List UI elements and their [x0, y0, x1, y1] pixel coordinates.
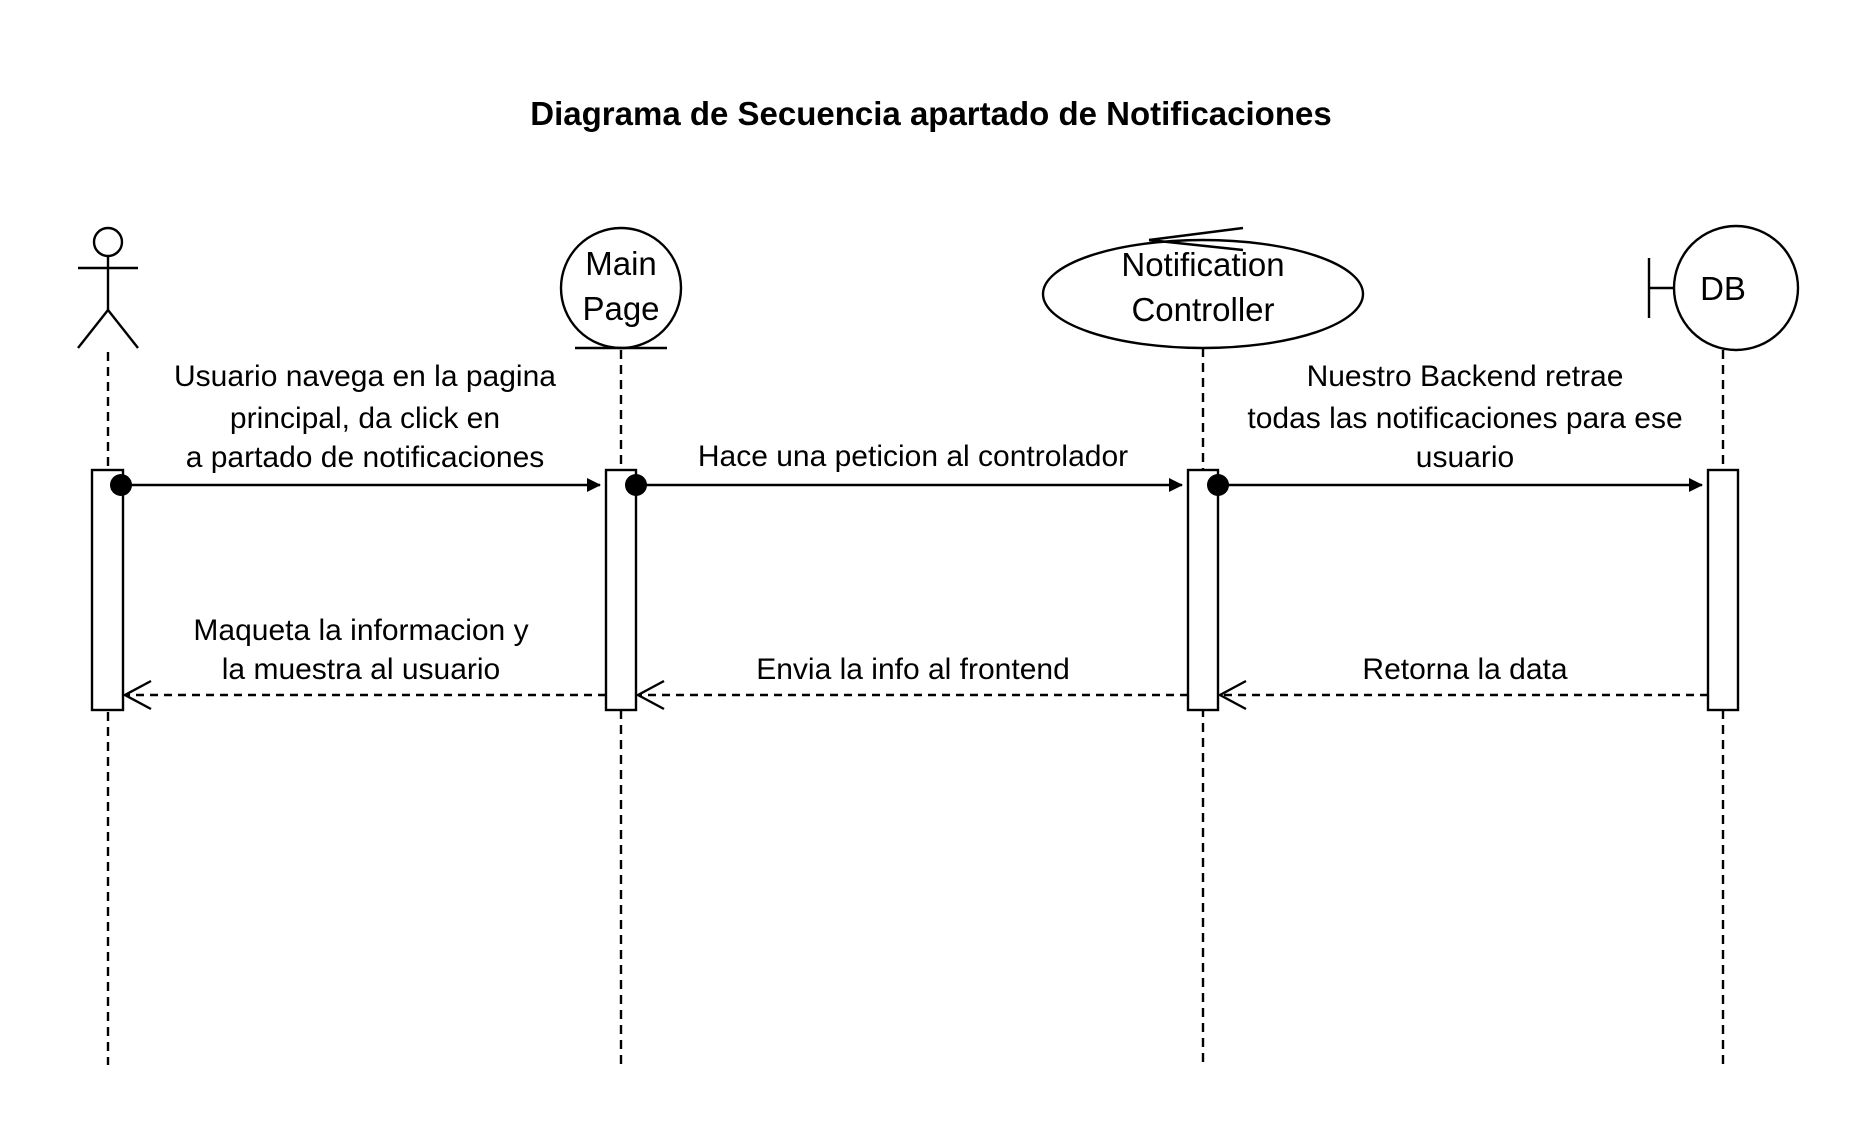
message-label-line: Maqueta la informacion y — [193, 614, 528, 647]
controller-label-line1: Notification — [1121, 246, 1284, 283]
open-arrowhead — [635, 679, 665, 711]
message-label-line: usuario — [1416, 441, 1514, 474]
message-controller-to-db: Nuestro Backend retrae todas las notific… — [1207, 360, 1703, 496]
message-label-line: todas las notificaciones para ese — [1247, 402, 1682, 435]
message-label-line: la muestra al usuario — [222, 653, 500, 686]
message-main-page-to-controller: Hace una peticion al controlador — [625, 440, 1183, 496]
message-start-dot — [1207, 474, 1229, 496]
participant-main-page: Main Page — [559, 226, 683, 1065]
message-user-to-main-page: Usuario navega en la pagina principal, d… — [110, 360, 601, 496]
message-label-line: Hace una peticion al controlador — [698, 440, 1128, 473]
return-main-page-to-user: Maqueta la informacion y la muestra al u… — [122, 614, 606, 711]
boundary-icon — [1647, 224, 1800, 352]
activation-user — [90, 468, 125, 712]
message-start-dot — [625, 474, 647, 496]
message-label-line: a partado de notificaciones — [186, 441, 545, 474]
diagram-title: Diagrama de Secuencia apartado de Notifi… — [530, 95, 1331, 132]
return-controller-to-main-page: Envia la info al frontend — [635, 653, 1188, 711]
entity-icon — [559, 226, 683, 350]
open-arrowhead — [122, 679, 152, 711]
message-label-line: principal, da click en — [230, 402, 500, 435]
main-page-label-line1: Main — [585, 245, 657, 282]
main-page-label-line2: Page — [582, 290, 659, 327]
message-label-line: Usuario navega en la pagina — [174, 360, 556, 393]
participant-db: DB — [1647, 224, 1800, 1065]
controller-label-line2: Controller — [1131, 291, 1274, 328]
db-label: DB — [1700, 270, 1746, 307]
open-arrowhead — [1217, 679, 1247, 711]
message-label-line: Retorna la data — [1362, 653, 1567, 686]
return-db-to-controller: Retorna la data — [1217, 653, 1708, 711]
participant-notification-controller: Notification Controller — [1041, 226, 1365, 1065]
message-label-line: Envia la info al frontend — [756, 653, 1070, 686]
message-label-line: Nuestro Backend retrae — [1307, 360, 1624, 393]
actor-icon — [77, 226, 139, 349]
activation-main-page — [604, 468, 638, 712]
participant-user — [77, 226, 139, 1065]
message-start-dot — [110, 474, 132, 496]
activation-db — [1706, 468, 1740, 712]
activation-notification-controller — [1186, 468, 1220, 712]
